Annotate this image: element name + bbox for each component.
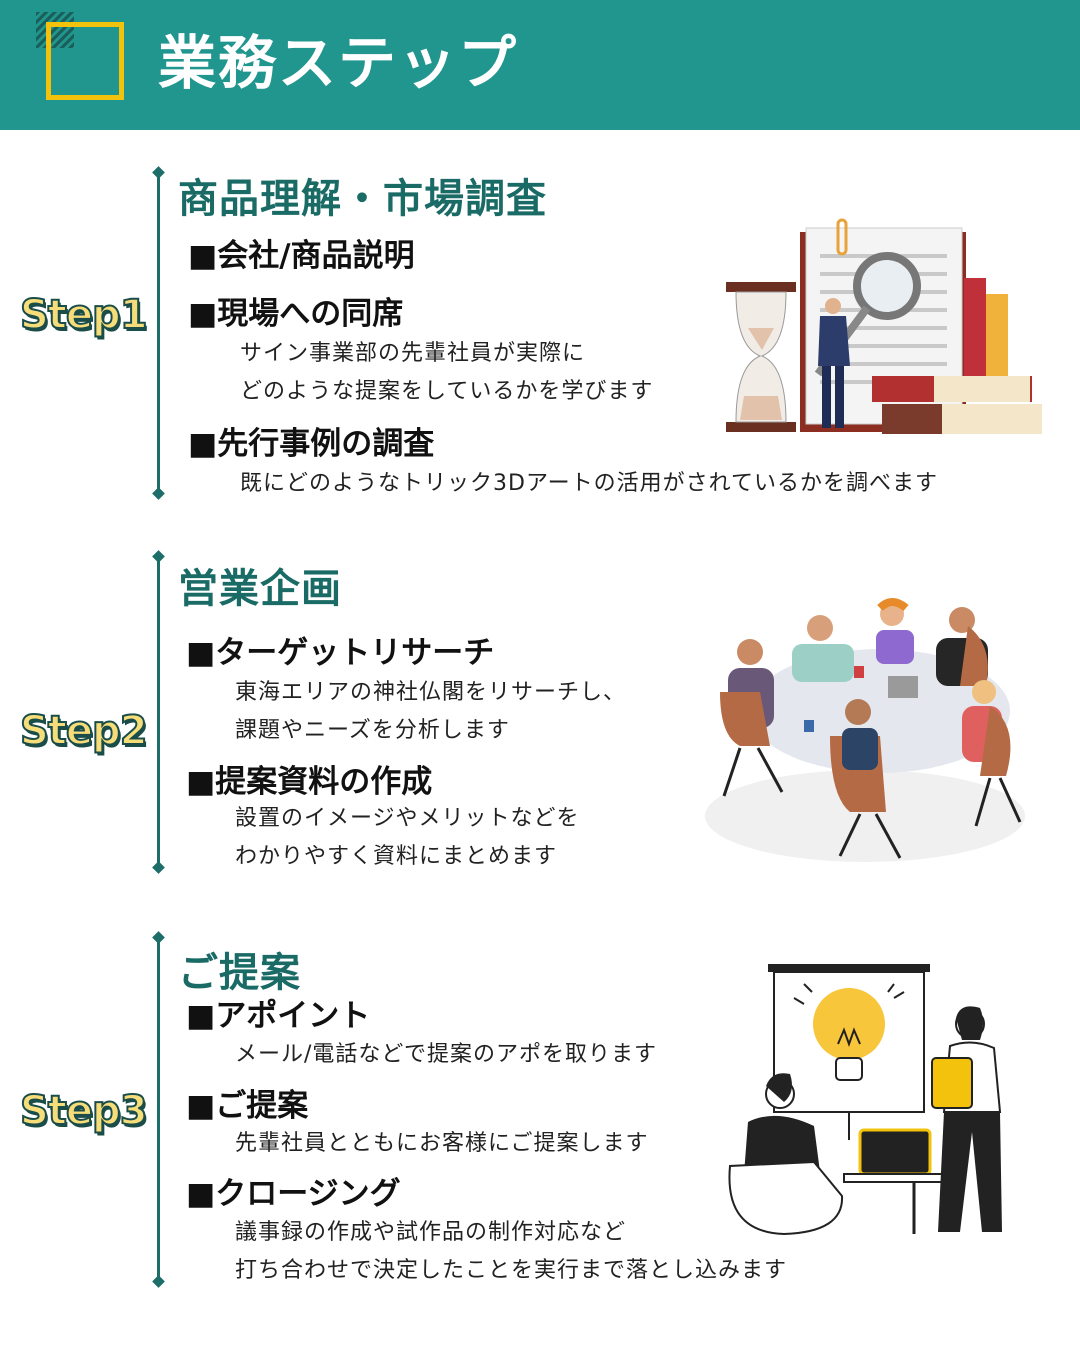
research-illustration	[726, 218, 1042, 434]
step1-timeline-line	[157, 172, 160, 494]
step2-item2-title: ■提案資料の作成	[186, 764, 433, 800]
step2-item2-desc-line1: 設置のイメージやメリットなどを	[235, 806, 580, 831]
step3-item2-desc-line1: 先輩社員とともにお客様にご提案します	[235, 1131, 649, 1156]
step1-item3-desc-line1: 既にどのようなトリック3Dアートの活用がされているかを調べます	[240, 471, 938, 496]
step2-timeline-line	[157, 556, 160, 868]
header-bar: 業務ステップ	[0, 0, 1080, 130]
meeting-illustration	[705, 598, 1025, 862]
step2-item1-title: ■ターゲットリサーチ	[186, 635, 495, 671]
hatch-decoration	[36, 12, 74, 48]
square-frame-icon	[46, 22, 124, 100]
step3-item1-desc-line1: メール/電話などで提案のアポを取ります	[235, 1042, 657, 1067]
step2-item2-desc-line2: わかりやすく資料にまとめます	[235, 844, 558, 869]
step1-title: 商品理解・市場調査	[178, 176, 547, 222]
step3-item3-desc-line1: 議事録の作成や試作品の制作対応など	[235, 1220, 627, 1245]
step3-title: ご提案	[178, 950, 301, 996]
step3-item1-title: ■アポイント	[186, 998, 371, 1034]
step1-item2-desc-line1: サイン事業部の先輩社員が実際に	[240, 341, 586, 366]
step3-item3-desc-line2: 打ち合わせで決定したことを実行まで落とし込みます	[235, 1258, 788, 1283]
step2-item1-desc-line1: 東海エリアの神社仏閣をリサーチし、	[235, 680, 627, 705]
step3-timeline-line	[157, 937, 160, 1282]
step3-item2-title: ■ご提案	[186, 1088, 309, 1124]
step2-title: 営業企画	[178, 566, 342, 612]
step2-label: Step2	[19, 707, 149, 755]
step1-item2-title: ■現場への同席	[188, 296, 404, 332]
step1-item3-title: ■先行事例の調査	[188, 426, 435, 462]
step2-item1-desc-line2: 課題やニーズを分析します	[235, 718, 510, 743]
step3-item3-title: ■クロージング	[186, 1176, 401, 1212]
presentation-illustration	[728, 964, 1002, 1236]
step1-label: Step1	[19, 291, 149, 339]
step3-label: Step3	[19, 1087, 149, 1135]
page-title: 業務ステップ	[158, 29, 519, 97]
step1-item1-title: ■会社/商品説明	[188, 238, 415, 274]
step1-item2-desc-line2: どのような提案をしているかを学びます	[240, 379, 654, 404]
